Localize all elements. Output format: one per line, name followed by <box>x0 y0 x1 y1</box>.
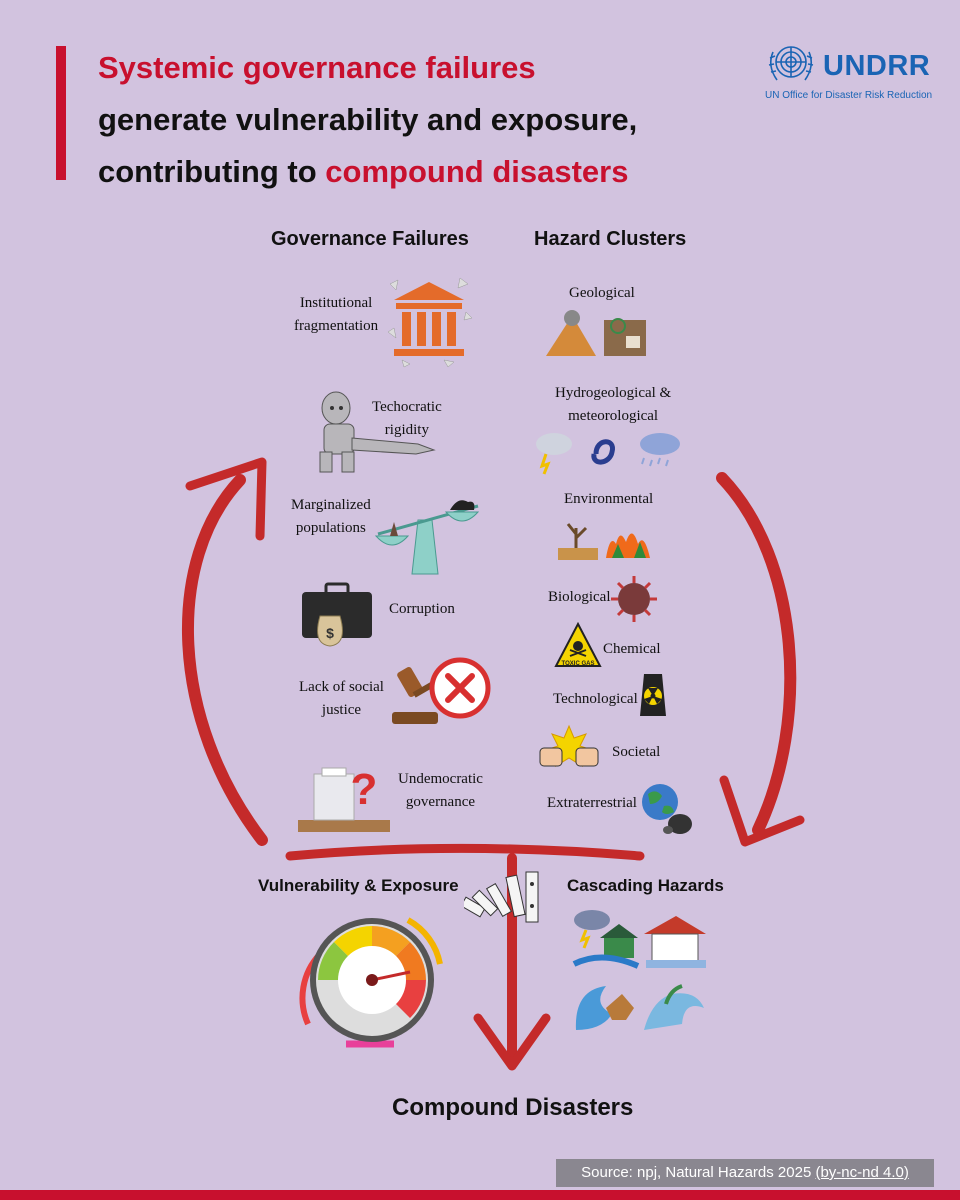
gov-label-corruption: Corruption <box>389 601 455 617</box>
governance-heading: Governance Failures <box>271 228 469 250</box>
hazard-label-environmental: Environmental <box>564 491 654 507</box>
hazard-label-hydro-meteorological: Hydrogeological &meteorological <box>555 385 672 424</box>
robot-icon <box>319 391 436 473</box>
ballot-box-question-icon: ? <box>298 765 390 832</box>
title-line-3-highlight: compound disasters <box>325 154 629 189</box>
logo-subtitle: UN Office for Disaster Risk Reduction <box>765 90 933 101</box>
left-cycle-arrow <box>182 474 268 846</box>
bottom-connector-line <box>285 844 645 861</box>
hazard-label-technological: Technological <box>553 691 638 707</box>
compound-disasters-heading: Compound Disasters <box>392 1094 634 1121</box>
page-title: Systemic governance failures generate vu… <box>98 42 778 198</box>
title-line-1: Systemic governance failures <box>98 50 536 85</box>
source-license-link[interactable]: (by-nc-nd 4.0) <box>815 1164 909 1181</box>
title-accent-bar <box>56 46 66 180</box>
left-arrowhead <box>185 457 267 541</box>
hazard-label-extraterrestrial: Extraterrestrial <box>547 795 637 811</box>
conflict-fists-icon <box>539 724 599 768</box>
cascading-heading: Cascading Hazards <box>567 876 724 895</box>
meteor-earth-icon <box>642 784 692 834</box>
hazard-label-geological: Geological <box>569 285 635 301</box>
down-arrowhead <box>473 1013 551 1071</box>
volcano-landslide-icon <box>546 310 646 356</box>
hazards-heading: Hazard Clusters <box>534 228 687 250</box>
drought-wildfire-icon <box>558 523 650 560</box>
virus-icon <box>611 576 657 622</box>
bottom-accent-bar <box>0 1190 960 1200</box>
toxic-gas-sign-icon: TOXIC GAS <box>554 622 602 667</box>
right-cycle-arrow <box>716 472 797 836</box>
storm-cyclone-icon <box>536 433 680 475</box>
title-line-3-prefix: contributing to <box>98 154 326 189</box>
gavel-prohibited-icon <box>392 657 491 724</box>
svg-text:$: $ <box>326 625 334 641</box>
svg-text:TOXIC GAS: TOXIC GAS <box>562 661 595 667</box>
balance-scale-icon <box>374 500 480 575</box>
domino-icon <box>464 871 539 923</box>
title-line-2: generate vulnerability and exposure, <box>98 102 638 137</box>
source-text: Source: npj, Natural Hazards 2025 <box>581 1164 816 1181</box>
undrr-logo: UNDRR UN Office for Disaster Risk Reduct… <box>765 40 945 102</box>
right-arrowhead <box>719 775 805 847</box>
broken-institution-icon <box>387 277 473 368</box>
logo-name: UNDRR <box>823 50 931 82</box>
vulnerability-gauge-icon <box>299 917 443 1048</box>
briefcase-money-icon: $ <box>302 582 372 647</box>
svg-text:?: ? <box>351 765 378 814</box>
source-caption: Source: npj, Natural Hazards 2025 (by-nc… <box>556 1159 934 1187</box>
vulnerability-heading: Vulnerability & Exposure <box>258 876 459 895</box>
hazard-label-biological: Biological <box>548 589 611 605</box>
hazard-label-societal: Societal <box>612 744 661 760</box>
cascading-hazards-icon <box>572 910 706 1030</box>
radiation-icon <box>640 674 666 716</box>
hazard-label-chemical: Chemical <box>603 641 661 657</box>
un-emblem-icon <box>768 46 814 81</box>
